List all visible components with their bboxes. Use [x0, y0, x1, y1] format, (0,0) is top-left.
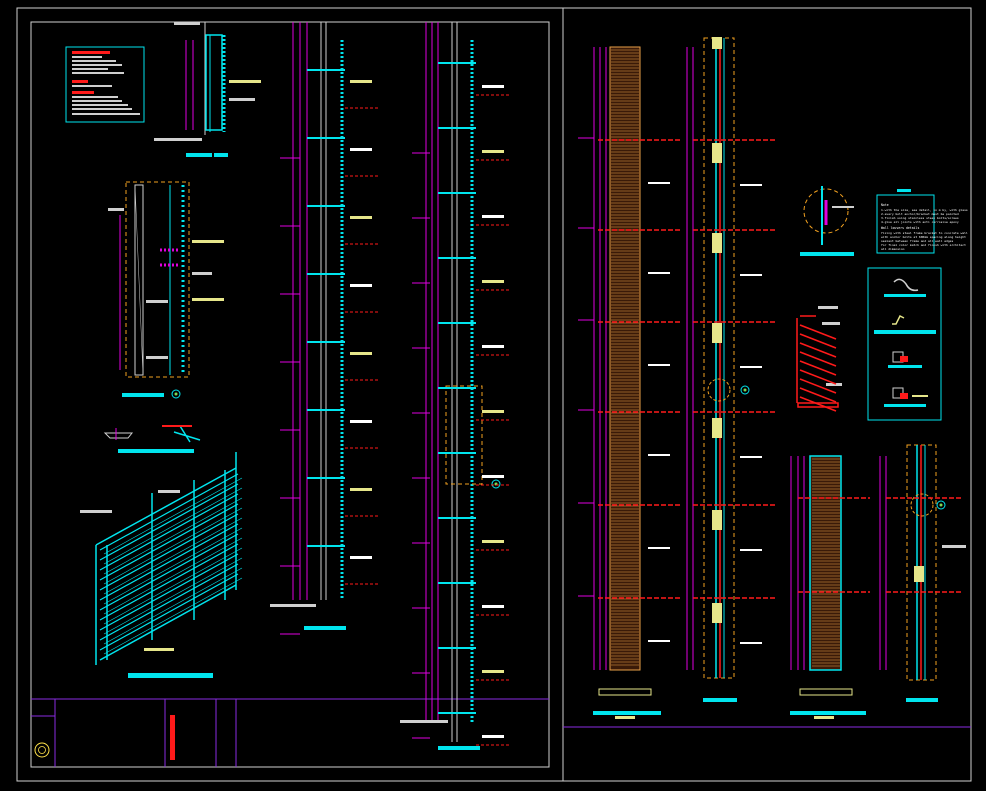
- louver-blade: [99, 493, 239, 571]
- notes-heading: Note: [881, 203, 889, 207]
- outer-frame: [16, 7, 972, 782]
- callout-label: [482, 605, 504, 608]
- profile-variations-box: [867, 267, 942, 421]
- callout-label: [482, 215, 504, 218]
- company-logo: [34, 742, 50, 758]
- louver-blade: [99, 543, 239, 621]
- louver-blade-edge: [103, 527, 243, 605]
- louver-section: [108, 181, 224, 399]
- louver-blade-edge: [103, 487, 243, 565]
- louver-blade: [799, 342, 837, 358]
- callout-label: [648, 364, 670, 366]
- louver-blade: [99, 523, 239, 601]
- title-block-red-mark: [170, 715, 175, 760]
- note-line: 2.every bolt anchor/bracket must be pain…: [881, 212, 959, 216]
- louver-blade-edge: [103, 577, 243, 655]
- wood-panel-small: [790, 455, 870, 719]
- callout-label: [740, 549, 762, 551]
- louver-blade: [99, 483, 239, 561]
- louver-blade: [99, 473, 239, 551]
- elevation-a: [270, 22, 380, 635]
- louver-blade: [99, 513, 239, 591]
- louver-blade: [799, 360, 837, 376]
- wood-cladding-elevation: [578, 46, 682, 719]
- note-line: for final color match and finish with ar…: [881, 243, 966, 247]
- louver-blade: [799, 387, 837, 403]
- callout-label: [648, 454, 670, 456]
- callout-label: [648, 547, 670, 549]
- note-line: all dimension: [881, 247, 905, 251]
- callout-label: [350, 216, 372, 219]
- callout-label: [350, 284, 372, 287]
- louver-blade-edge: [103, 497, 243, 575]
- louver-blade: [799, 369, 837, 385]
- steel-glass-section: [686, 37, 775, 702]
- elevation-b: [400, 22, 510, 750]
- note-line: Wall louvers details: [881, 226, 919, 230]
- callout-label: [740, 456, 762, 458]
- louver-isometric-view: [80, 452, 243, 678]
- callout-label: [350, 148, 372, 151]
- callout-label: [648, 182, 670, 184]
- louver-blade: [99, 563, 239, 641]
- callout-label: [740, 366, 762, 368]
- note-line: with anchor bolts at 600mm spacing along…: [881, 235, 966, 239]
- callout-label: [740, 274, 762, 276]
- steel-glass-section-small: [879, 444, 966, 702]
- louver-blade: [99, 573, 239, 651]
- red-louver-detail: [796, 306, 842, 412]
- title-block: [31, 698, 549, 767]
- note-line: 3.finish using stainless steel bolts/scr…: [881, 216, 959, 220]
- notes-box: Note 1.with the size, see detail, in m b…: [876, 189, 968, 254]
- callout-label: [648, 272, 670, 274]
- callout-label: [350, 352, 372, 355]
- note-line: fixing with steel frame bracket to concr…: [881, 231, 968, 235]
- callout-label: [648, 640, 670, 642]
- louver-blade-edge: [103, 477, 243, 555]
- legend-box: [65, 46, 145, 123]
- louver-blade: [99, 533, 239, 611]
- callout-label: [482, 540, 504, 543]
- louver-blade-edge: [103, 567, 243, 645]
- callout-label: [350, 80, 372, 83]
- callout-label: [482, 410, 504, 413]
- louver-blade-edge: [103, 537, 243, 615]
- callout-label: [350, 488, 372, 491]
- callout-label: [482, 735, 504, 738]
- note-line: 1.with the size, see detail, in m by, wi…: [881, 208, 968, 212]
- callout-label: [482, 670, 504, 673]
- profile-detail: [103, 425, 201, 453]
- callout-label: [740, 642, 762, 644]
- callout-label: [482, 150, 504, 153]
- note-line: sealant between frame and all wall edges: [881, 239, 953, 243]
- callout-label: [482, 280, 504, 283]
- louver-blade-edge: [103, 557, 243, 635]
- louver-blade: [799, 396, 837, 412]
- louver-blade: [99, 503, 239, 581]
- callout-label: [350, 556, 372, 559]
- circular-detail: [800, 186, 854, 256]
- callout-label: [482, 85, 504, 88]
- left-sheet: [31, 22, 549, 767]
- top-section-detail: [154, 22, 261, 157]
- callout-label: [482, 475, 504, 478]
- louver-blade-edge: [103, 507, 243, 585]
- louver-blade-edge: [103, 547, 243, 625]
- note-line: 4.glue all joints with anti corrosive ep…: [881, 220, 959, 224]
- right-sheet: Note 1.with the size, see detail, in m b…: [563, 37, 971, 728]
- louver-blade: [799, 378, 837, 394]
- callout-label: [350, 420, 372, 423]
- louver-blade: [799, 324, 837, 340]
- louver-blade: [99, 553, 239, 631]
- callout-label: [740, 184, 762, 186]
- louver-blade-edge: [103, 517, 243, 595]
- louver-blade: [799, 351, 837, 367]
- callout-label: [482, 345, 504, 348]
- louver-blade: [799, 333, 837, 349]
